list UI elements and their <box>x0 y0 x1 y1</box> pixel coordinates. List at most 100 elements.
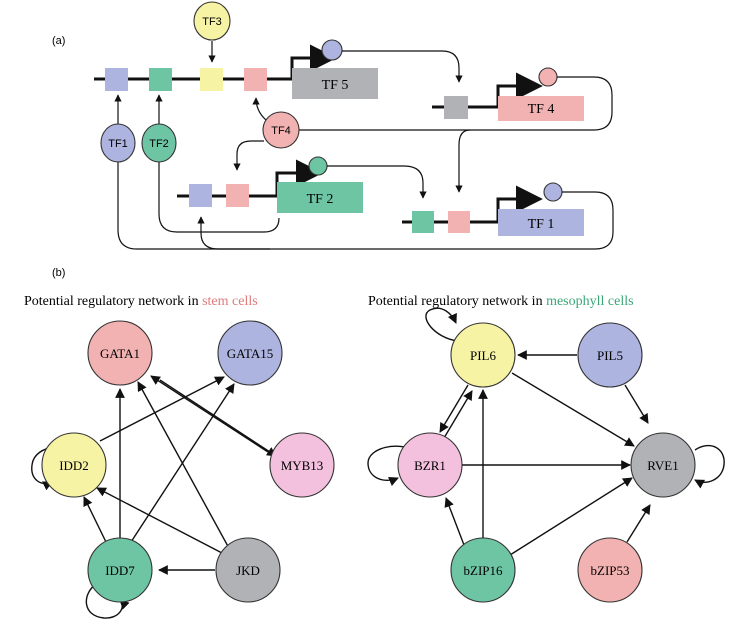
tf4-binding-site <box>448 211 470 233</box>
tf5-gene-construct: TF 5 <box>94 39 378 99</box>
node-bzip53: bZIP53 <box>577 537 643 603</box>
edge-jkd-gata1 <box>137 381 231 551</box>
node-bzr1: BZR1 <box>397 432 463 498</box>
bzip53-circle <box>577 537 643 603</box>
idd7-circle <box>87 537 153 603</box>
tf1-binding-site <box>105 68 128 91</box>
stem-title-highlight: stem cells <box>202 294 258 309</box>
tf1-factor-circle <box>100 123 136 163</box>
meso-title-prefix: Potential regulatory network in <box>368 294 546 309</box>
jkd-label: JKD <box>236 563 260 578</box>
tf5-gene-label: TF 5 <box>322 78 349 93</box>
tf3-factor-label: TF3 <box>202 16 222 28</box>
edge-myb13-gata1 <box>150 375 269 453</box>
pil5-circle <box>577 322 643 388</box>
edge-bzr1-pil6 <box>443 390 473 439</box>
idd2-circle <box>41 432 107 498</box>
node-pil5: PIL5 <box>577 322 643 388</box>
tf4-to-tf2-site-wire <box>233 140 264 171</box>
edge-bzip16-bzr1 <box>444 497 465 546</box>
bzr1-self-loop <box>367 445 419 486</box>
rve1-label: RVE1 <box>647 458 678 473</box>
gata15-circle <box>217 320 283 386</box>
idd7-self-loop <box>85 583 130 619</box>
edge-bzip16-rve1 <box>509 477 633 556</box>
tf5-protein-circle <box>321 39 343 61</box>
panel-a: (a) TF 5 TF3 TF 4 <box>52 1 614 250</box>
myb13-label: MYB13 <box>281 458 324 473</box>
tf4-protein-circle <box>538 67 558 87</box>
tf2-output-wire <box>158 157 280 233</box>
edge-pil5-rve1 <box>624 384 649 424</box>
bzip16-label: bZIP16 <box>464 563 504 578</box>
tf4-gene-construct: TF 4 <box>432 67 584 121</box>
tf4-factor-label: TF4 <box>271 125 291 137</box>
node-rve1: RVE1 <box>630 432 696 498</box>
idd2-label: IDD2 <box>59 458 89 473</box>
tf4-gene-box <box>498 96 584 121</box>
tf1-factor: TF1 <box>100 123 136 163</box>
node-pil6: PIL6 <box>450 322 516 388</box>
tf3-factor-circle <box>193 1 231 41</box>
stem-cell-network: Potential regulatory network in stem cel… <box>24 294 335 619</box>
node-idd7: IDD7 <box>87 537 153 603</box>
tf4-to-tf1-site-wire <box>455 129 471 193</box>
node-myb13: MYB13 <box>269 432 335 498</box>
bzip53-label: bZIP53 <box>591 563 630 578</box>
myb13-circle <box>269 432 335 498</box>
stem-edges <box>31 375 277 619</box>
tf4-to-tf5-site-wire <box>252 97 267 121</box>
tf1-factor-label: TF1 <box>108 138 128 150</box>
tf1-to-tf2-site-wire <box>197 216 270 250</box>
pil6-label: PIL6 <box>470 348 497 363</box>
tf2-gene-label: TF 2 <box>307 192 334 207</box>
tf2-factor: TF2 <box>141 123 177 163</box>
tf5-to-tf4-site-wire <box>342 50 463 83</box>
tf2-factor-circle <box>141 123 177 163</box>
node-gata1: GATA1 <box>87 320 153 386</box>
panel-a-label: (a) <box>52 35 65 47</box>
gata1-label: GATA1 <box>100 346 140 361</box>
node-bzip16: bZIP16 <box>450 537 516 603</box>
panel-b-label: (b) <box>52 267 65 279</box>
stem-network-title: Potential regulatory network in stem cel… <box>24 294 258 309</box>
edge-gata1-myb13 <box>159 379 277 457</box>
mesophyll-network: Potential regulatory network in mesophyl… <box>367 294 725 603</box>
idd7-label: IDD7 <box>105 563 135 578</box>
tf1-output-wire <box>117 153 614 250</box>
pil6-self-loop <box>425 307 459 342</box>
meso-network-title: Potential regulatory network in mesophyl… <box>368 294 634 309</box>
gata1-circle <box>87 320 153 386</box>
tf2-to-tf1-site-wire <box>327 165 427 199</box>
bzip16-circle <box>450 537 516 603</box>
tf1-binding-site <box>189 184 212 207</box>
tf5-gene-box <box>292 68 378 99</box>
tf1-protein-circle <box>543 182 563 202</box>
bzr1-label: BZR1 <box>414 458 446 473</box>
tf4-output-wire <box>281 76 613 131</box>
tf2-binding-site <box>149 68 172 91</box>
tf1-gene-label: TF 1 <box>528 217 555 232</box>
tf2-protein-circle <box>308 156 328 176</box>
meso-title-highlight: mesophyll cells <box>546 294 634 309</box>
panel-b: (b) Potential regulatory network in stem… <box>24 267 725 619</box>
tf4-gene-label: TF 4 <box>528 102 555 117</box>
node-jkd: JKD <box>215 537 281 603</box>
tf1-gene-box <box>498 209 584 236</box>
edge-bzip53-rve1 <box>626 504 651 543</box>
tf2-factor-label: TF2 <box>149 138 169 150</box>
tf4-binding-site <box>226 184 249 207</box>
panel-a-connectors <box>114 50 614 250</box>
stem-title-prefix: Potential regulatory network in <box>24 294 202 309</box>
tf3-binding-site <box>200 68 223 91</box>
jkd-circle <box>215 537 281 603</box>
tf2-gene-box <box>277 182 363 213</box>
tf2-binding-site <box>412 211 434 233</box>
rve1-self-loop <box>694 445 725 489</box>
tf4-factor: TF4 <box>262 111 300 149</box>
gata15-label: GATA15 <box>227 346 274 361</box>
rve1-circle <box>630 432 696 498</box>
tf2-gene-construct: TF 2 <box>177 156 363 213</box>
